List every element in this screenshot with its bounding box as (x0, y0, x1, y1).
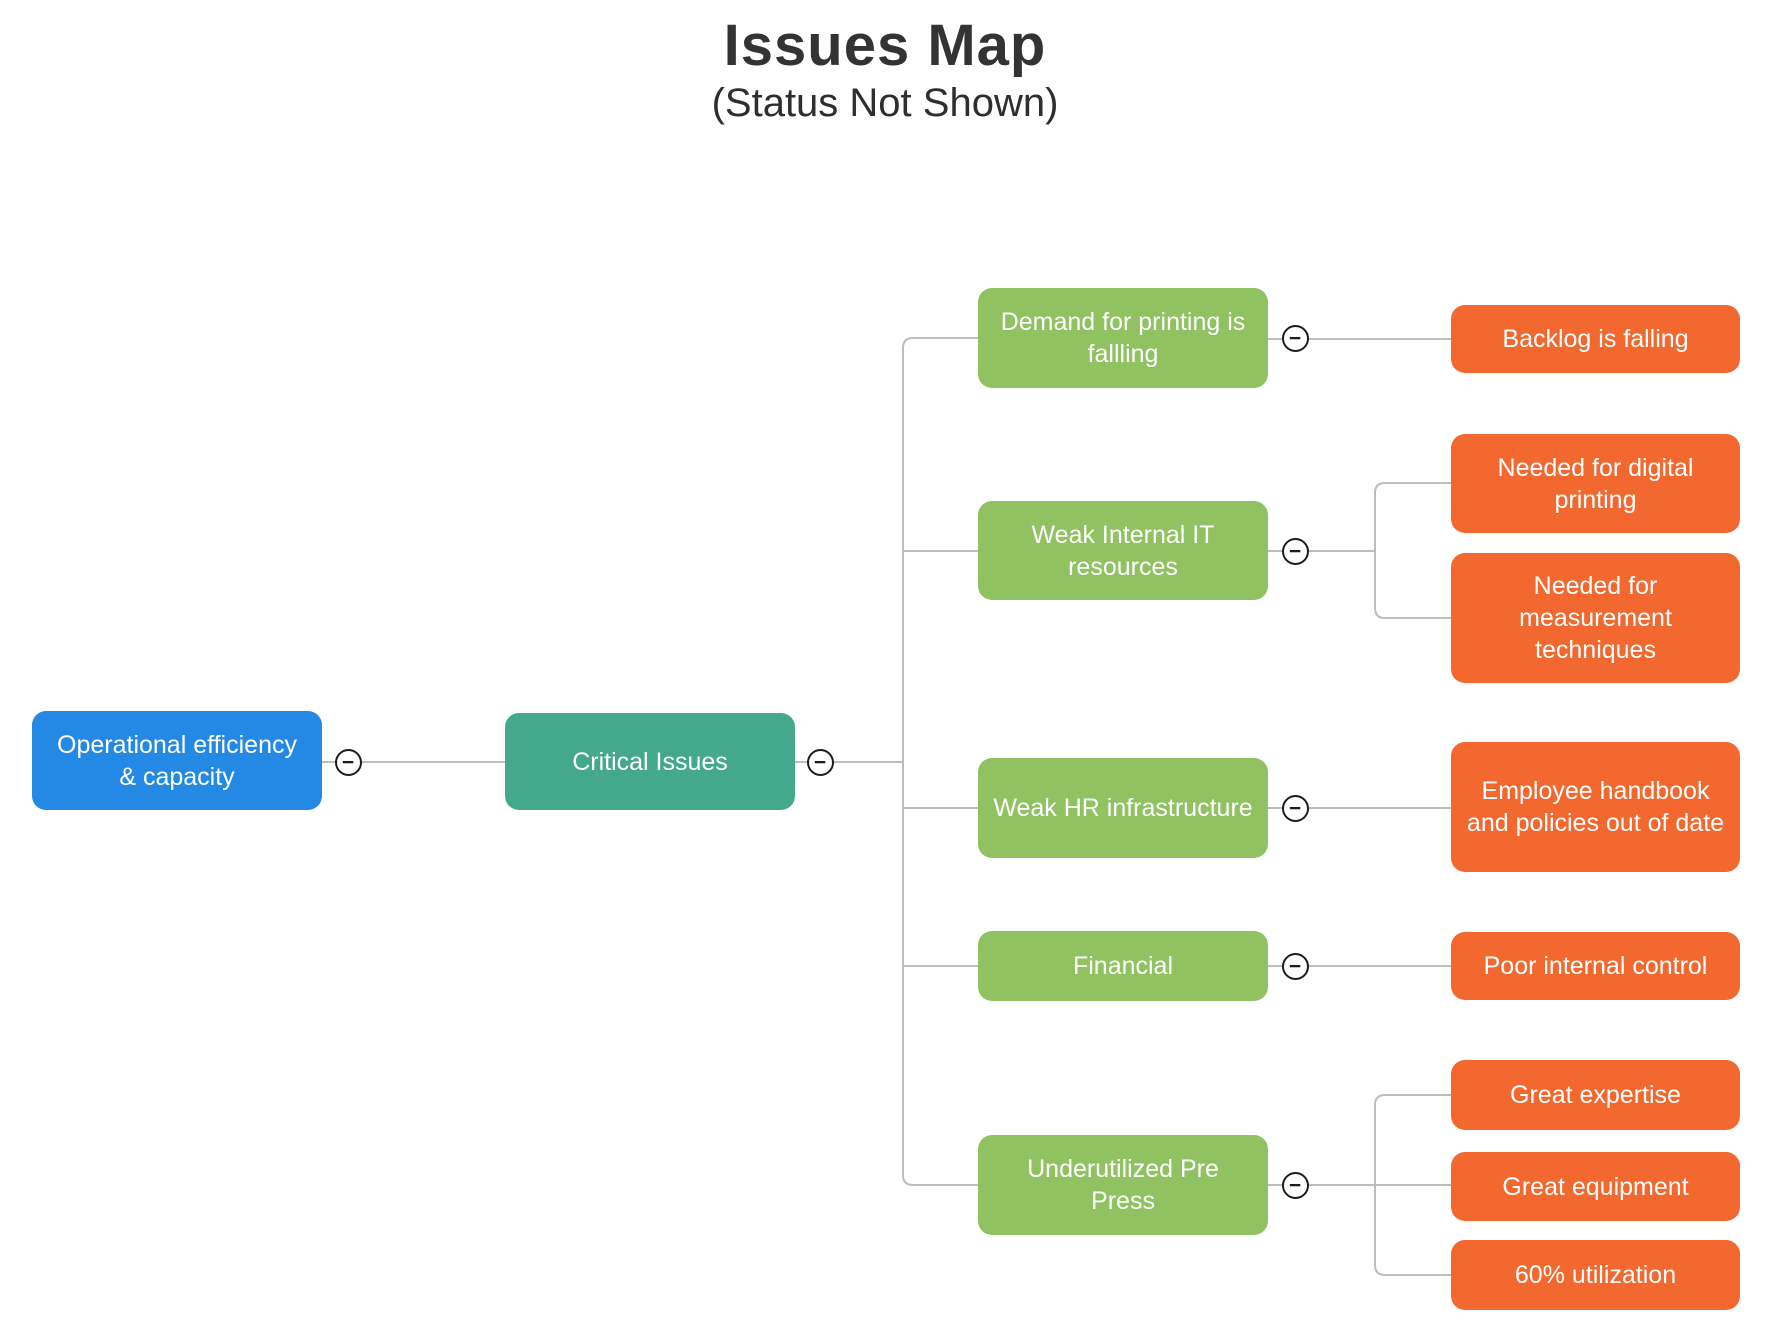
node-needed-for-measurement-techniques[interactable]: Needed for measurement techniques (1451, 553, 1740, 683)
collapse-toggle-weak-internal-it[interactable]: − (1281, 537, 1309, 565)
node-critical-issues[interactable]: Critical Issues (505, 713, 795, 810)
node-utilization-60[interactable]: 60% utilization (1451, 1240, 1740, 1310)
minus-icon: − (813, 750, 827, 774)
node-needed-for-digital-printing[interactable]: Needed for digital printing (1451, 434, 1740, 533)
minus-icon: − (1288, 326, 1302, 350)
node-operational-efficiency-capacity[interactable]: Operational efficiency & capacity (32, 711, 322, 810)
node-label: Poor internal control (1483, 952, 1708, 980)
collapse-toggle-root[interactable]: − (334, 748, 362, 776)
connector-trunk-bottom (902, 762, 978, 1186)
node-label: Employee handbook and policies out of da… (1466, 777, 1725, 837)
minus-icon: − (1288, 954, 1302, 978)
node-weak-hr-infrastructure[interactable]: Weak HR infrastructure (978, 758, 1268, 858)
node-backlog-is-falling[interactable]: Backlog is falling (1451, 305, 1740, 373)
node-label: Needed for digital printing (1497, 453, 1694, 514)
connector-prepress-bracket (1374, 1094, 1451, 1276)
node-underutilized-pre-press[interactable]: Underutilized Pre Press (978, 1135, 1268, 1235)
node-great-equipment[interactable]: Great equipment (1451, 1152, 1740, 1221)
node-label: Operational efficiency & capacity (57, 730, 297, 791)
node-employee-handbook-out-of-date[interactable]: Employee handbook and policies out of da… (1451, 742, 1740, 872)
node-label: Demand for printing is fallling (1000, 308, 1246, 368)
collapse-toggle-underutilized-pre-press[interactable]: − (1281, 1171, 1309, 1199)
node-demand-for-printing-falling[interactable]: Demand for printing is fallling (978, 288, 1268, 388)
node-label: 60% utilization (1514, 1261, 1677, 1289)
minus-icon: − (1288, 1173, 1302, 1197)
node-label: Great expertise (1510, 1081, 1681, 1109)
minus-icon: − (341, 750, 355, 774)
minus-icon: − (1288, 796, 1302, 820)
node-label: Weak HR infrastructure (993, 794, 1253, 822)
node-label: Financial (1072, 952, 1174, 980)
node-label: Backlog is falling (1502, 325, 1689, 353)
collapse-toggle-critical-issues[interactable]: − (806, 748, 834, 776)
node-label: Weak Internal IT resources (1031, 520, 1215, 581)
connector-weak-it-bracket (1374, 482, 1451, 619)
node-label: Needed for measurement techniques (1519, 572, 1672, 664)
collapse-toggle-weak-hr[interactable]: − (1281, 794, 1309, 822)
collapse-toggle-demand-for-printing[interactable]: − (1281, 324, 1309, 352)
collapse-toggle-financial[interactable]: − (1281, 952, 1309, 980)
node-great-expertise[interactable]: Great expertise (1451, 1060, 1740, 1130)
node-label: Critical Issues (572, 747, 728, 776)
node-financial[interactable]: Financial (978, 931, 1268, 1001)
node-label: Great equipment (1502, 1172, 1689, 1201)
node-label: Underutilized Pre Press (1027, 1155, 1219, 1215)
node-poor-internal-control[interactable]: Poor internal control (1451, 932, 1740, 1000)
node-weak-internal-it-resources[interactable]: Weak Internal IT resources (978, 501, 1268, 600)
connector-trunk-top (902, 337, 978, 762)
minus-icon: − (1288, 539, 1302, 563)
